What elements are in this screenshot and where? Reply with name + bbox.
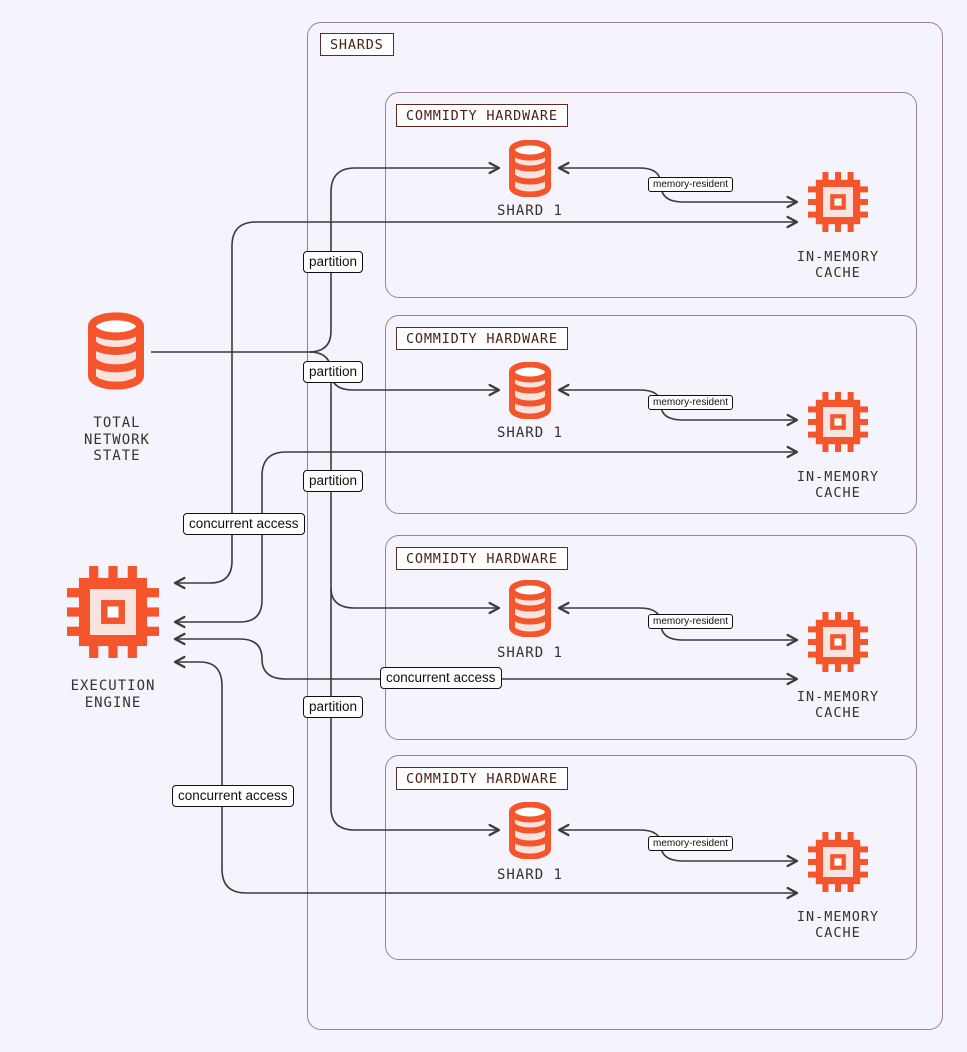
cache-label-3-line2: CACHE	[815, 704, 861, 721]
cache-label-4-line2: CACHE	[815, 924, 861, 941]
edge-label-concurrent-2: concurrent access	[380, 667, 502, 689]
edge-label-memory-resident-2: memory-resident	[648, 395, 734, 410]
cache-label-3: IN-MEMORY CACHE	[788, 689, 888, 722]
database-icon	[509, 140, 551, 197]
cache-label-2-line1: IN-MEMORY	[796, 469, 880, 485]
edge-concurrent-2	[173, 445, 799, 629]
cache-label-2: IN-MEMORY CACHE	[788, 469, 888, 502]
hardware-group-label-3: COMMIDTY HARDWARE	[396, 547, 568, 570]
edge-label-partition-3: partition	[303, 470, 364, 492]
edge-label-concurrent-3: concurrent access	[172, 785, 294, 807]
shard-db-label-4: SHARD 1	[496, 867, 563, 883]
cache-label-2-line2: CACHE	[815, 484, 861, 501]
cache-label-1-line2: CACHE	[815, 264, 861, 281]
edge-concurrent-4	[173, 655, 799, 900]
total-network-state-line2: STATE	[93, 448, 141, 465]
execution-engine-line2: ENGINE	[84, 694, 142, 711]
chip-icon	[808, 392, 868, 452]
hardware-group-label-1: COMMIDTY HARDWARE	[396, 104, 568, 127]
database-icon	[509, 362, 551, 419]
hardware-group-label-4: COMMIDTY HARDWARE	[396, 767, 568, 790]
chip-icon	[808, 172, 868, 232]
edge-label-concurrent-1: concurrent access	[183, 513, 305, 535]
shard-db-label-3: SHARD 1	[496, 645, 563, 661]
chip-icon	[67, 566, 159, 658]
cache-label-1: IN-MEMORY CACHE	[788, 249, 888, 282]
total-network-state-line1: TOTAL NETWORK	[83, 415, 150, 448]
database-icon	[509, 802, 551, 859]
shard-db-label-2: SHARD 1	[496, 425, 563, 441]
execution-engine-line1: EXECUTION	[70, 678, 156, 694]
edge-label-partition-4: partition	[303, 696, 364, 718]
edge-label-memory-resident-3: memory-resident	[648, 614, 734, 629]
edge-label-partition-2: partition	[303, 361, 364, 383]
database-icon	[509, 580, 551, 637]
cache-label-4: IN-MEMORY CACHE	[788, 909, 888, 942]
total-network-state-label: TOTAL NETWORK STATE	[57, 415, 177, 465]
edge-label-memory-resident-1: memory-resident	[648, 177, 734, 192]
chip-icon	[808, 832, 868, 892]
hardware-group-label-2: COMMIDTY HARDWARE	[396, 327, 568, 350]
execution-engine-label: EXECUTION ENGINE	[63, 678, 163, 711]
cache-label-1-line1: IN-MEMORY	[796, 249, 880, 265]
shard-db-label-1: SHARD 1	[496, 203, 563, 219]
edge-label-partition-1: partition	[303, 251, 364, 273]
edge-partition-3	[330, 587, 501, 615]
cache-label-3-line1: IN-MEMORY	[796, 689, 880, 705]
database-icon	[88, 312, 144, 390]
cache-label-4-line1: IN-MEMORY	[796, 909, 880, 925]
chip-icon	[808, 612, 868, 672]
edge-label-memory-resident-4: memory-resident	[648, 836, 734, 851]
shards-group-label: SHARDS	[320, 33, 394, 56]
edge-partition-4	[330, 378, 501, 837]
